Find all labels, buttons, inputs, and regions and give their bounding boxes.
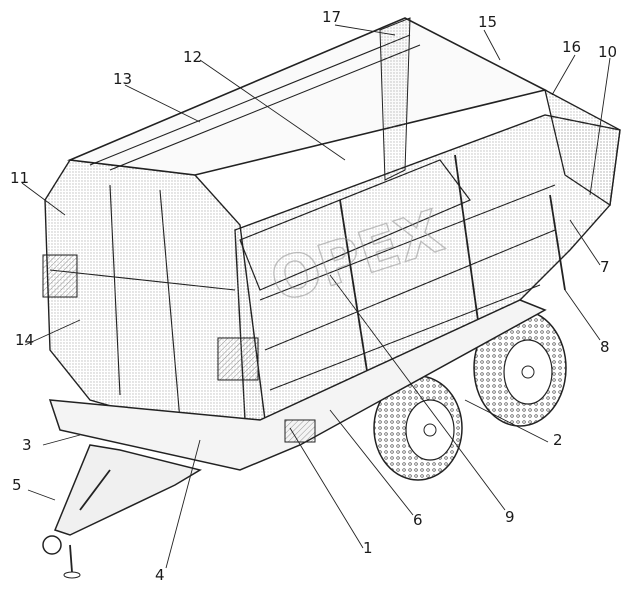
callout-13: 13: [113, 70, 132, 88]
callout-16: 16: [562, 38, 581, 56]
leader-lines: [21, 24, 611, 569]
callout-4: 4: [155, 566, 165, 584]
callout-8: 8: [600, 338, 610, 356]
callout-17: 17: [322, 8, 341, 26]
body-top-rim: [66, 17, 548, 181]
callout-15: 15: [478, 13, 497, 31]
callout-10: 10: [598, 43, 617, 61]
callout-2: 2: [553, 431, 563, 449]
callout-labels: 1 2 3 4 5 6 7 8 9 10 11 12 13 14 15 16 1…: [10, 8, 617, 584]
callout-12: 12: [183, 48, 202, 66]
callout-14: 14: [15, 331, 34, 349]
callout-7: 7: [600, 258, 610, 276]
hydraulic-cylinders: [239, 154, 566, 391]
hazard-plate-left: [42, 254, 78, 298]
front-wheel: [373, 375, 463, 481]
hazard-plate-right: [217, 337, 259, 381]
front-canopy: [544, 88, 621, 207]
callout-6: 6: [413, 511, 423, 529]
chassis-frame: [48, 299, 547, 471]
body-left-panel: [44, 159, 266, 441]
callout-1: 1: [363, 539, 373, 557]
callout-5: 5: [12, 476, 22, 494]
drawbar: [42, 444, 202, 579]
callout-11: 11: [10, 169, 29, 187]
rear-wheel: [473, 309, 567, 427]
callout-3: 3: [22, 436, 32, 454]
callout-9: 9: [505, 508, 515, 526]
